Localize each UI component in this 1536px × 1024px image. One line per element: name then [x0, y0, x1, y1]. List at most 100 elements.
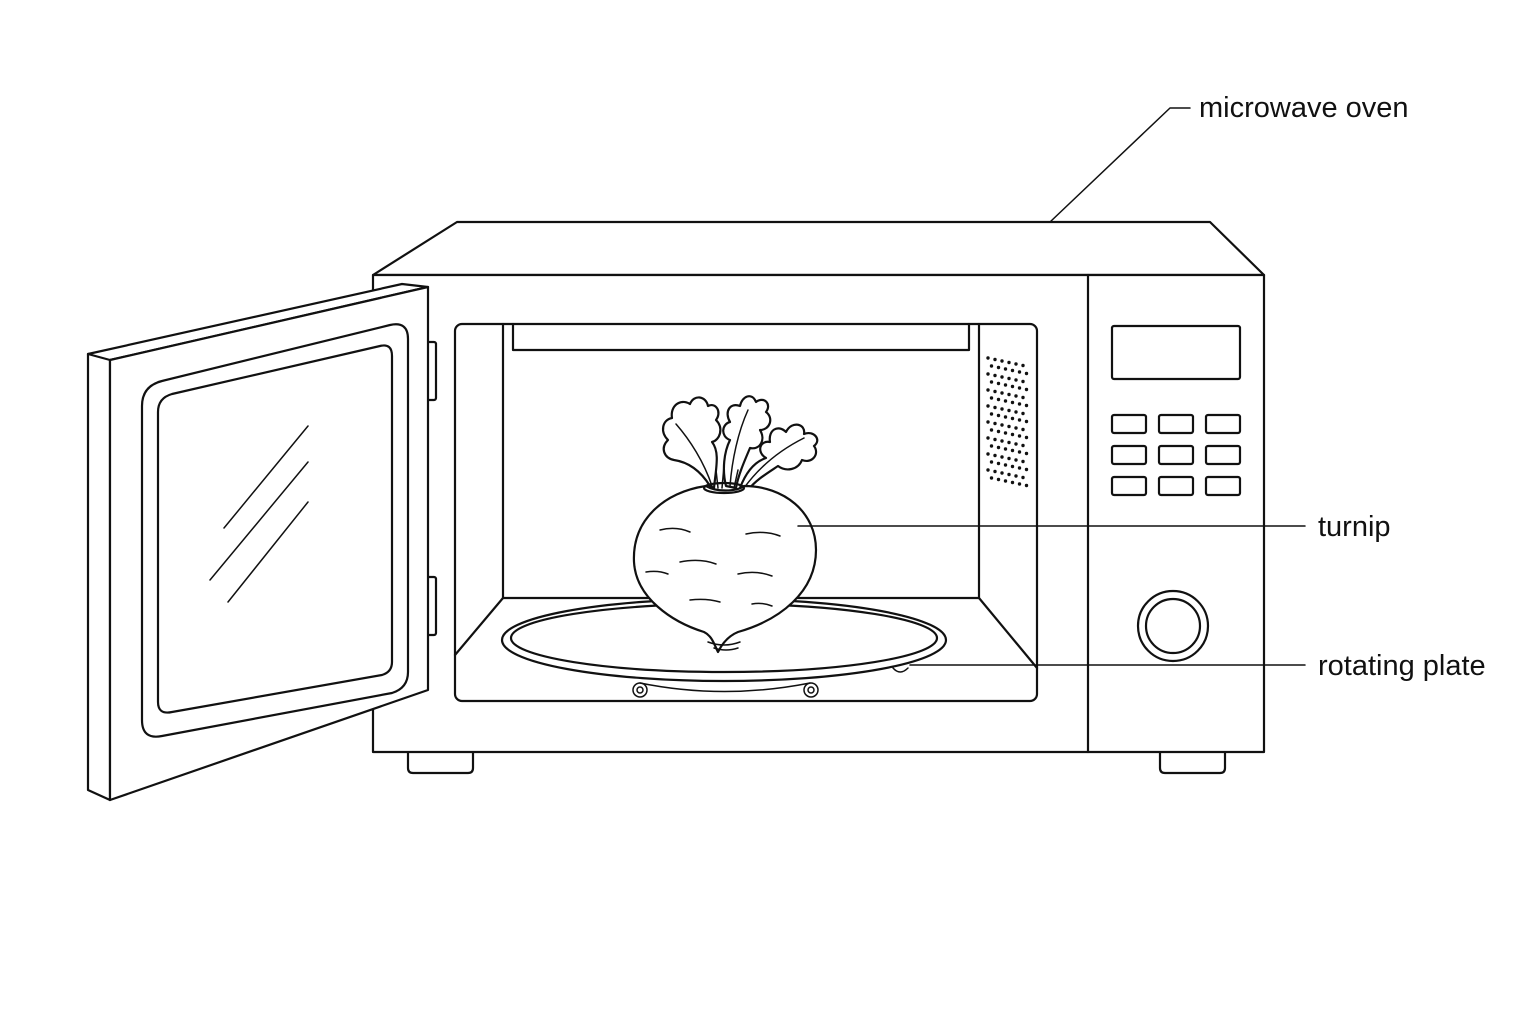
vent-hole — [1024, 451, 1029, 456]
vent-hole — [1010, 384, 1015, 389]
vent-hole — [996, 461, 1001, 466]
keypad-button[interactable] — [1110, 413, 1148, 435]
keypad-button[interactable] — [1204, 475, 1242, 497]
vent-hole — [1014, 394, 1018, 398]
label-rotating-plate: rotating plate — [1318, 650, 1486, 682]
vent-hole — [1003, 431, 1008, 435]
control-dial-inner — [1144, 597, 1202, 655]
keypad-button[interactable] — [1157, 475, 1195, 497]
vent-hole — [1021, 475, 1025, 480]
vent-hole — [1017, 434, 1022, 438]
label-microwave-oven: microwave oven — [1199, 92, 1409, 124]
vent-hole — [996, 381, 1001, 386]
keypad-button[interactable] — [1204, 444, 1242, 466]
vent-hole — [1017, 482, 1022, 486]
front-right-foot — [1158, 752, 1227, 775]
vent-hole — [1014, 458, 1018, 462]
vent-hole — [989, 364, 994, 368]
leader-line-microwave-oven — [1049, 107, 1191, 223]
vent-hole — [1007, 456, 1011, 461]
vent-hole — [1000, 439, 1004, 443]
vent-hole — [1000, 407, 1004, 411]
vent-hole — [1014, 362, 1018, 366]
vent-hole — [1010, 432, 1015, 437]
vent-hole — [989, 460, 994, 464]
vent-hole — [1014, 426, 1018, 430]
vent-hole — [1021, 395, 1025, 400]
vent-hole — [993, 405, 997, 410]
door-window-frame — [140, 323, 410, 738]
vent-hole — [1010, 368, 1015, 373]
keypad-button[interactable] — [1110, 475, 1148, 497]
vent-hole — [996, 413, 1001, 418]
vent-hole — [996, 365, 1001, 370]
turnip-bulb — [632, 484, 818, 654]
vent-hole — [1000, 391, 1004, 395]
vent-hole — [1003, 447, 1008, 451]
vent-hole — [989, 476, 994, 480]
vent-hole — [1010, 416, 1015, 421]
vent-hole — [1014, 474, 1018, 478]
keypad-button[interactable] — [1157, 444, 1195, 466]
vent-hole — [1007, 376, 1011, 381]
vent-hole — [989, 396, 994, 400]
vent-hole — [993, 357, 997, 362]
vent-hole — [1003, 463, 1008, 467]
vent-hole — [1000, 471, 1004, 475]
vent-hole — [993, 421, 997, 426]
vent-hole — [1003, 383, 1008, 387]
vent-hole — [986, 388, 990, 392]
vent-hole — [1021, 443, 1025, 448]
vent-hole — [1010, 464, 1015, 469]
vent-hole — [1017, 418, 1022, 422]
vent-hole — [1000, 375, 1004, 379]
vent-hole — [1014, 442, 1018, 446]
turnip-leaves — [662, 395, 819, 492]
keypad-button[interactable] — [1204, 413, 1242, 435]
oven-top — [371, 220, 1266, 277]
vent-hole — [1017, 402, 1022, 406]
display-screen — [1110, 324, 1242, 381]
keypad — [1110, 413, 1242, 497]
vent-hole — [1017, 450, 1022, 454]
vent-hole — [986, 356, 990, 360]
vent-hole — [993, 469, 997, 474]
control-dial[interactable] — [1136, 589, 1210, 663]
vent-grille — [986, 356, 1029, 488]
vent-hole — [1010, 480, 1015, 485]
keypad-button[interactable] — [1157, 413, 1195, 435]
vent-hole — [1021, 363, 1025, 368]
vent-hole — [993, 437, 997, 442]
vent-hole — [1021, 411, 1025, 416]
plate-roller — [636, 686, 644, 694]
vent-hole — [1014, 378, 1018, 382]
vent-hole — [993, 453, 997, 458]
vent-hole — [989, 412, 994, 416]
vent-hole — [1024, 435, 1029, 440]
vent-hole — [1003, 479, 1008, 483]
vent-hole — [1007, 472, 1011, 477]
oven-cavity — [453, 322, 1039, 703]
vent-hole — [996, 397, 1001, 402]
microwave-door[interactable] — [86, 282, 438, 802]
label-turnip: turnip — [1318, 511, 1391, 543]
vent-hole — [1007, 440, 1011, 445]
vent-hole — [1014, 410, 1018, 414]
vent-hole — [1017, 466, 1022, 470]
vent-hole — [1024, 371, 1029, 376]
vent-hole — [989, 428, 994, 432]
vent-hole — [986, 468, 990, 472]
vent-hole — [986, 404, 990, 408]
keypad-button[interactable] — [1110, 444, 1148, 466]
vent-hole — [1007, 392, 1011, 397]
vent-hole — [989, 444, 994, 448]
vent-hole — [1003, 399, 1008, 403]
vent-hole — [989, 380, 994, 384]
plate-roller — [803, 682, 819, 698]
vent-hole — [1007, 424, 1011, 429]
door-window-glass — [156, 344, 394, 714]
vent-hole — [1024, 403, 1029, 408]
vent-hole — [1024, 467, 1029, 472]
vent-hole — [1000, 359, 1004, 363]
